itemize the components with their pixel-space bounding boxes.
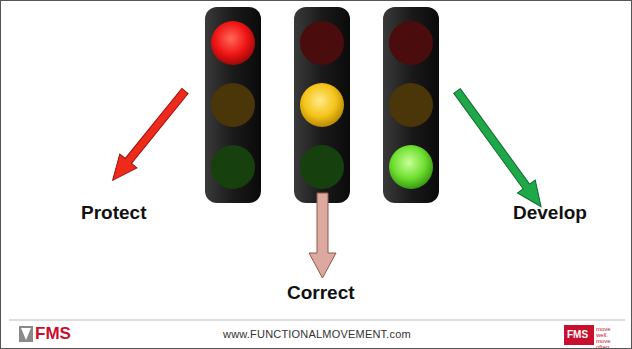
level-label: Protect xyxy=(81,202,146,224)
logo-text: FMS xyxy=(567,329,588,340)
level-label: Correct xyxy=(287,282,355,304)
website-url: www.FUNCTIONALMOVEMENT.com xyxy=(223,328,411,340)
logo-text: FMS xyxy=(35,324,71,344)
level-label: Develop xyxy=(513,202,587,224)
slogan: move well. move often xyxy=(596,326,618,349)
